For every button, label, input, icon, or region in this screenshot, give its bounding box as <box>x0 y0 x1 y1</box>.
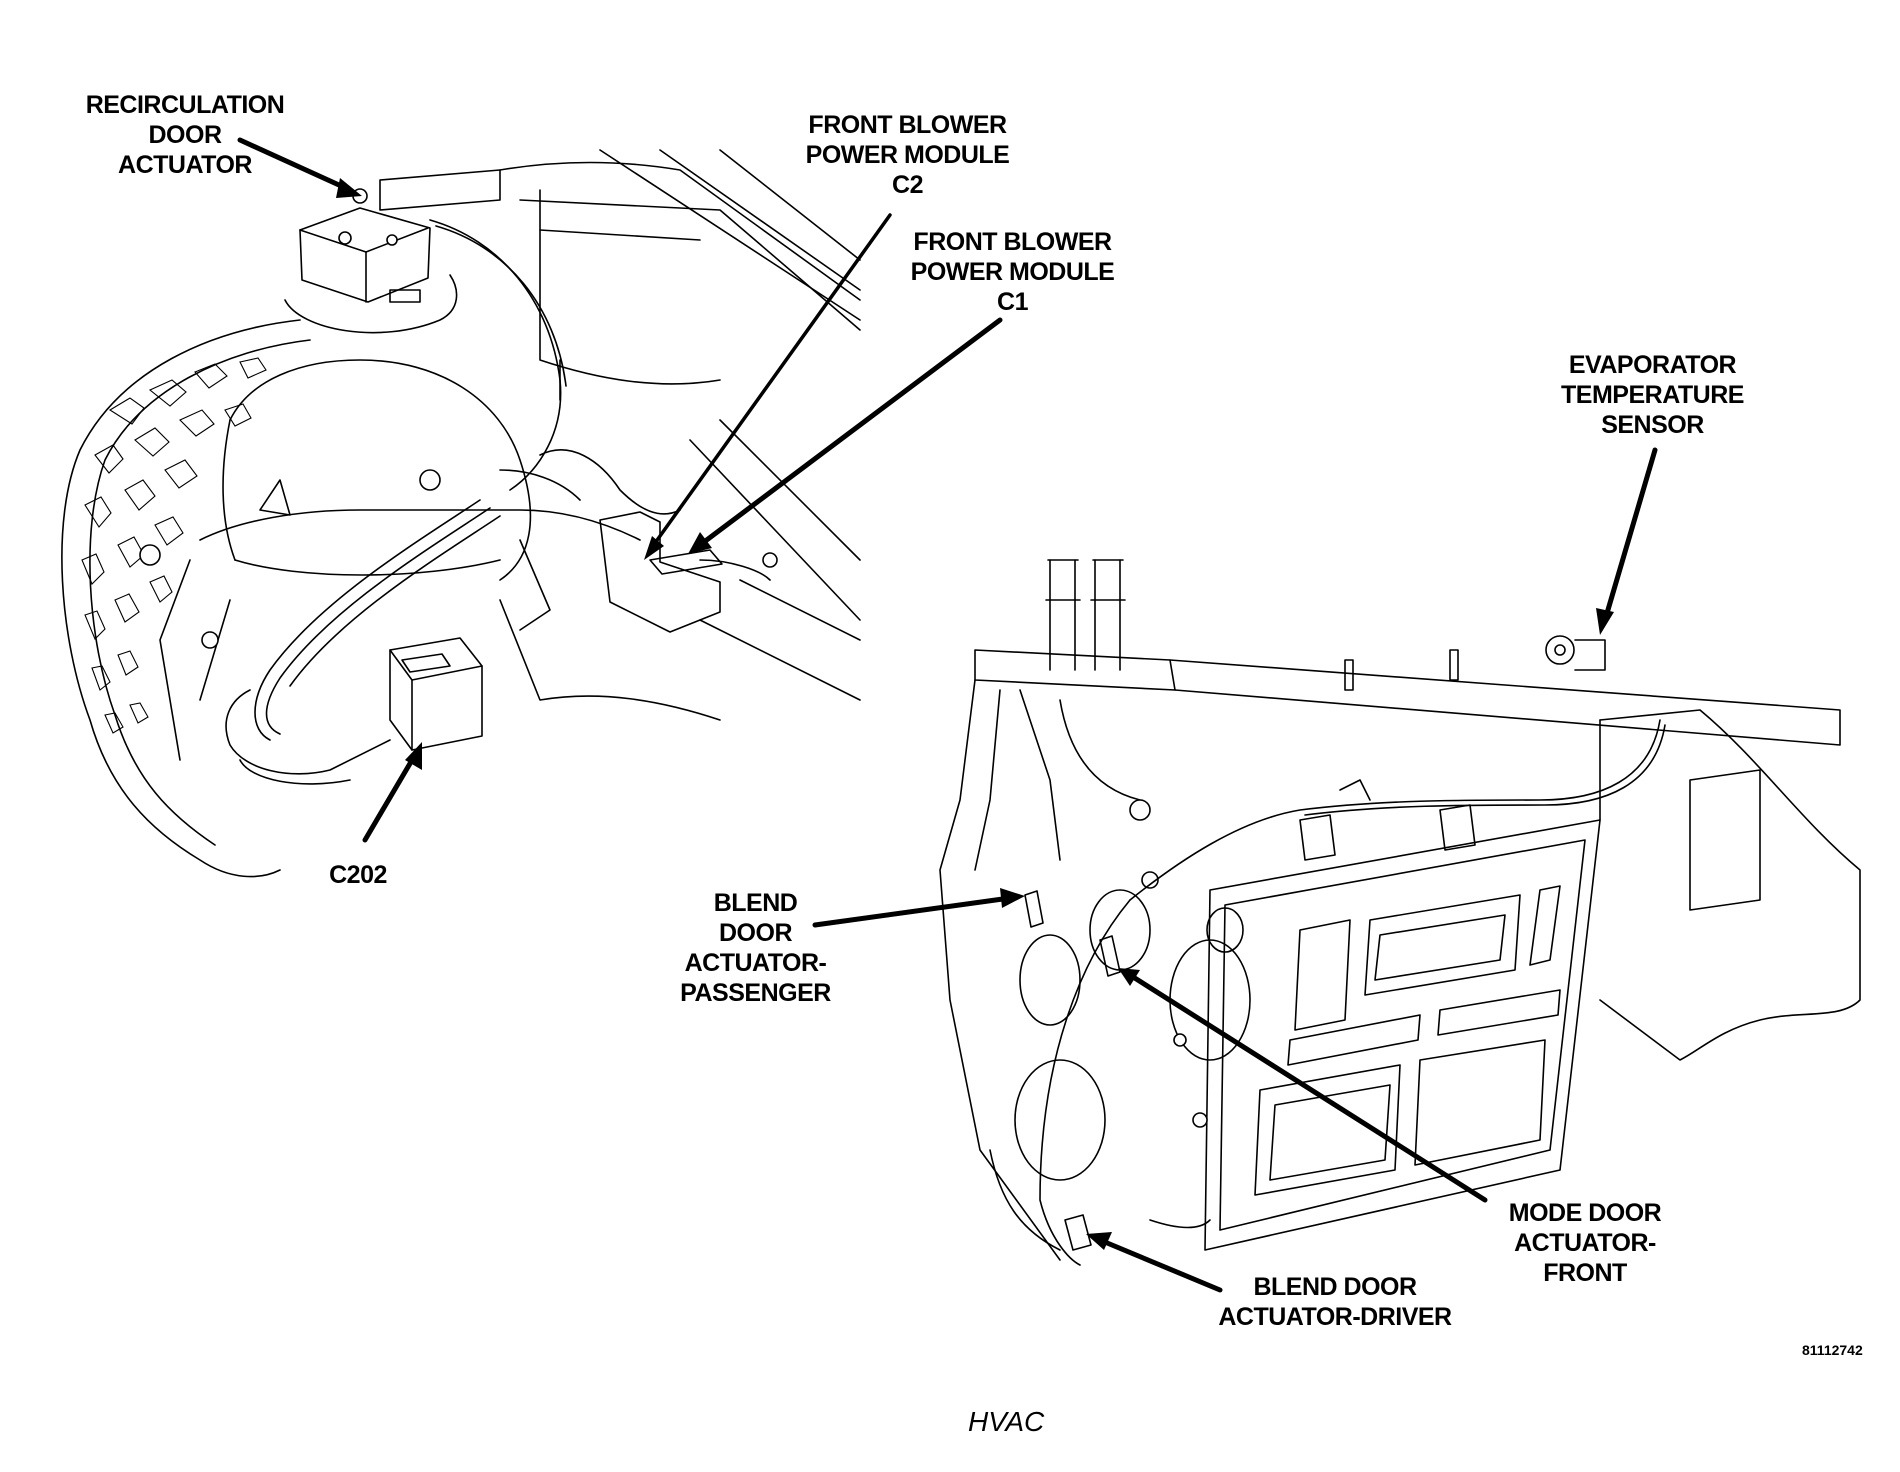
label-line: EVAPORATOR <box>1568 351 1737 379</box>
label-line: PASSENGER <box>680 979 831 1007</box>
label-line: RECIRCULATION <box>85 91 285 119</box>
label-line: ACTUATOR <box>118 151 252 179</box>
label-line: FRONT BLOWER <box>913 228 1112 256</box>
label-line: ACTUATOR- <box>1514 1229 1656 1257</box>
label-line: ACTUATOR- <box>684 949 827 977</box>
label-line: TEMPERATURE <box>1561 381 1744 409</box>
label-blend-door-actuator-driver: BLEND DOOR ACTUATOR-DRIVER <box>1200 1272 1470 1332</box>
label-line: DOOR <box>719 919 793 947</box>
label-mode-door-actuator-front: MODE DOOR ACTUATOR- FRONT <box>1495 1198 1675 1288</box>
label-front-blower-power-module-c2: FRONT BLOWER POWER MODULE C2 <box>790 110 1025 200</box>
label-line: POWER MODULE <box>805 141 1010 169</box>
label-line: MODE DOOR <box>1508 1199 1662 1227</box>
label-evaporator-temperature-sensor: EVAPORATOR TEMPERATURE SENSOR <box>1545 350 1760 440</box>
label-line: BLEND DOOR <box>1253 1273 1417 1301</box>
hvac-module-drawing <box>939 559 1861 1266</box>
label-front-blower-power-module-c1: FRONT BLOWER POWER MODULE C1 <box>895 227 1130 317</box>
blower-housing-drawing <box>61 149 861 878</box>
label-line: BLEND <box>713 889 798 917</box>
figure-caption: HVAC <box>968 1406 1045 1437</box>
leader-lines <box>237 137 1658 1293</box>
part-number: 81112742 <box>1802 1342 1863 1358</box>
label-line: FRONT <box>1543 1259 1627 1287</box>
label-c202: C202 <box>318 860 398 890</box>
label-line: DOOR <box>148 121 223 149</box>
label-line: ACTUATOR-DRIVER <box>1218 1303 1452 1331</box>
label-line: POWER MODULE <box>910 258 1115 286</box>
label-line: C1 <box>997 288 1028 316</box>
label-line: FRONT BLOWER <box>808 111 1007 139</box>
label-recirculation-door-actuator: RECIRCULATION DOOR ACTUATOR <box>70 90 300 180</box>
label-blend-door-actuator-passenger: BLEND DOOR ACTUATOR- PASSENGER <box>668 888 843 1008</box>
label-line: C2 <box>892 171 923 199</box>
label-line: SENSOR <box>1601 411 1704 439</box>
label-line: C202 <box>329 861 387 889</box>
